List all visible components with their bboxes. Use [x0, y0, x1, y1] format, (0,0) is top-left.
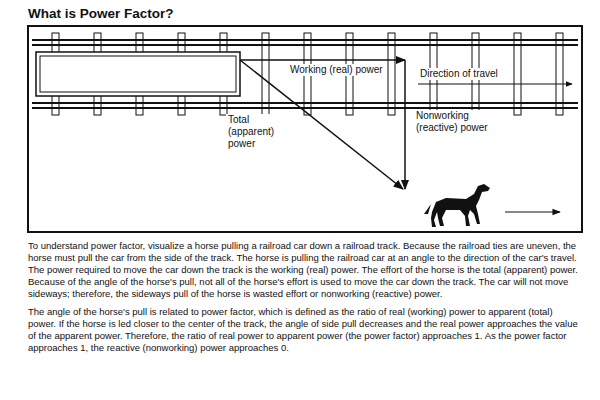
vector-label: Nonworking (reactive) power [414, 110, 500, 134]
title: What is Power Factor? [28, 6, 174, 21]
paragraph: The angle of the horse's pull is related… [28, 306, 582, 354]
railroad-car [36, 52, 240, 96]
vector-label: Working (real) power [288, 64, 385, 76]
horse-tail [424, 204, 431, 214]
vector-label: Total (apparent) power [226, 114, 292, 150]
travel-arrow [418, 84, 572, 85]
reactive-power-vector [404, 60, 406, 189]
real-power-vector [240, 59, 405, 61]
rails [32, 40, 578, 108]
horse-silhouette [431, 184, 490, 227]
frame [28, 26, 582, 232]
motion-arrow [505, 211, 560, 212]
paragraph: To understand power factor, visualize a … [28, 240, 582, 300]
direction-label: Direction of travel [418, 68, 500, 80]
